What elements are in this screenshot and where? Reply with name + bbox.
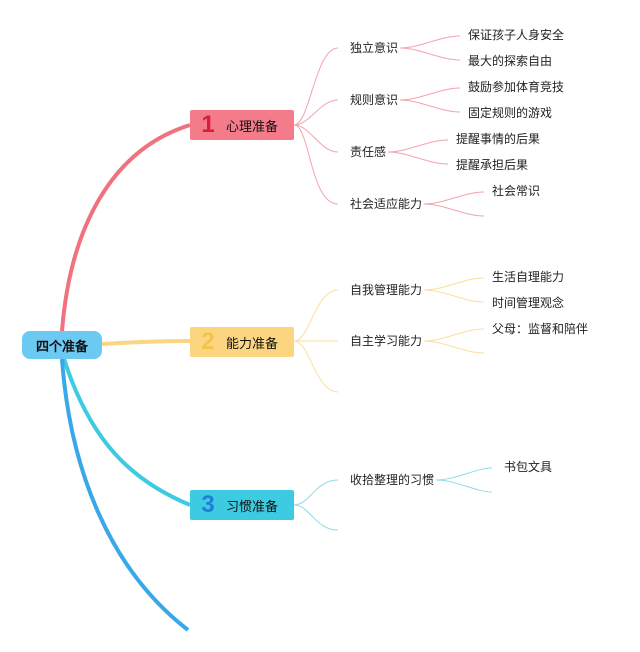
branch-number: 1: [201, 111, 215, 138]
root-node[interactable]: 四个准备: [22, 331, 102, 359]
branch-node-psychological[interactable]: 1 心理准备: [190, 110, 294, 140]
leaf-node[interactable]: 最大的探索自由: [468, 54, 553, 68]
leaf-node[interactable]: 固定规则的游戏: [468, 106, 553, 120]
leaf-node[interactable]: 生活自理能力: [492, 270, 565, 284]
branch-number: 2: [201, 328, 215, 355]
leaf-node[interactable]: 提醒承担后果: [456, 158, 529, 172]
leaf-node[interactable]: 保证孩子人身安全: [468, 28, 565, 42]
branch-label: 习惯准备: [226, 499, 279, 515]
sub-node[interactable]: 独立意识: [350, 41, 399, 55]
leaf-node[interactable]: 父母：监督和陪伴: [492, 322, 589, 336]
branch-label: 心理准备: [226, 119, 279, 135]
branch-number: 3: [201, 491, 215, 518]
sub-node[interactable]: 自主学习能力: [350, 334, 423, 348]
sub-node[interactable]: 规则意识: [350, 93, 399, 107]
sub-node[interactable]: 责任感: [350, 145, 387, 159]
leaf-node[interactable]: 社会常识: [492, 184, 541, 198]
branch-node-habit[interactable]: 3 习惯准备: [190, 490, 294, 520]
leaf-node[interactable]: 时间管理观念: [492, 296, 565, 310]
sub-node[interactable]: 社会适应能力: [350, 197, 423, 211]
leaf-node[interactable]: 提醒事情的后果: [456, 132, 541, 146]
sub-node[interactable]: 自我管理能力: [350, 283, 423, 297]
branch-node-ability[interactable]: 2 能力准备: [190, 327, 294, 357]
sub-node[interactable]: 收拾整理的习惯: [350, 473, 435, 487]
leaf-node[interactable]: 书包文具: [504, 460, 553, 474]
leaf-node[interactable]: 鼓励参加体育竞技: [468, 80, 565, 94]
branch-label: 能力准备: [226, 336, 279, 352]
